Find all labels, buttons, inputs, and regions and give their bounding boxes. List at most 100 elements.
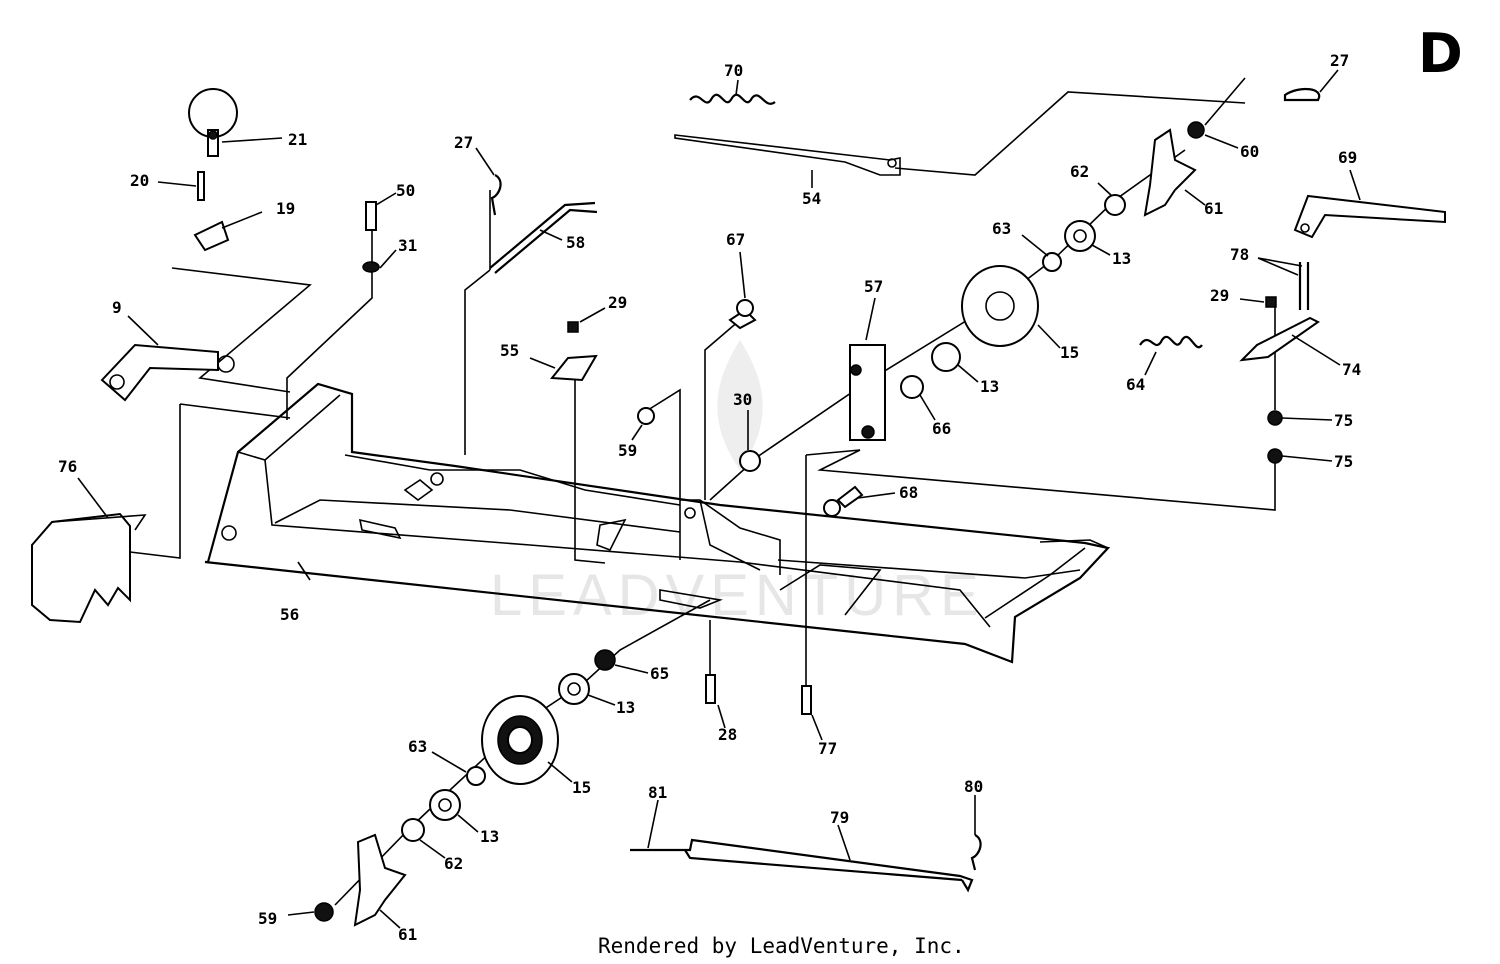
plate-55 (550, 354, 598, 382)
label-19: 19 (276, 199, 295, 218)
label-20: 20 (130, 171, 149, 190)
nut-59b (314, 902, 334, 922)
spring-64 (1139, 335, 1203, 349)
nut-65 (594, 649, 616, 671)
watermark: LEADVENTURE (490, 340, 985, 628)
main-frame (204, 382, 1111, 664)
label-57: 57 (864, 277, 883, 296)
label-74: 74 (1342, 360, 1361, 379)
bolt-28 (705, 674, 716, 704)
bolt-68 (823, 485, 864, 517)
bushing-13c (558, 673, 590, 705)
label-66: 66 (932, 419, 951, 438)
label-13b: 13 (980, 377, 999, 396)
label-67: 67 (726, 230, 745, 249)
label-13: 13 (1112, 249, 1131, 268)
label-27b: 27 (1330, 51, 1349, 70)
watermark-text: LEADVENTURE (490, 563, 985, 628)
pin-20 (197, 171, 205, 201)
rod-58 (489, 201, 596, 269)
label-79: 79 (830, 808, 849, 827)
pulley-15 (961, 265, 1039, 347)
label-69: 69 (1338, 148, 1357, 167)
section-letter: D (1418, 22, 1463, 85)
spacer-63b (466, 766, 486, 786)
rod-79 (630, 838, 974, 893)
label-13c: 13 (616, 698, 635, 717)
label-15: 15 (1060, 343, 1079, 362)
nut-75b (1267, 448, 1283, 464)
bracket-61b (353, 833, 407, 927)
label-30: 30 (733, 390, 752, 409)
label-28: 28 (718, 725, 737, 744)
leader-lines (77, 69, 1361, 929)
label-13d: 13 (480, 827, 499, 846)
bracket-74 (1239, 316, 1320, 362)
label-59: 59 (618, 441, 637, 460)
label-61: 61 (1204, 199, 1223, 218)
footer-credit: Rendered by LeadVenture, Inc. (598, 934, 965, 958)
spring-70 (689, 93, 776, 105)
label-65: 65 (650, 664, 669, 683)
cotter-pin-80 (970, 834, 982, 871)
washer-31 (362, 261, 380, 273)
connection-lines (129, 77, 1276, 906)
nut-59 (637, 407, 655, 425)
nut-60 (1187, 121, 1205, 139)
pin-78 (1298, 262, 1310, 310)
label-55: 55 (500, 341, 519, 360)
washer-30 (739, 450, 761, 472)
label-54: 54 (802, 189, 821, 208)
label-29b: 29 (1210, 286, 1229, 305)
bolt-77 (801, 685, 812, 715)
label-21: 21 (288, 130, 307, 149)
nut-29 (567, 321, 579, 333)
label-60: 60 (1240, 142, 1259, 161)
pulley-15b (481, 695, 559, 785)
label-61b: 61 (398, 925, 417, 944)
rod-54 (674, 134, 901, 176)
label-63b: 63 (408, 737, 427, 756)
label-62: 62 (1070, 162, 1089, 181)
label-59b: 59 (258, 909, 277, 928)
label-63: 63 (992, 219, 1011, 238)
bolt-50 (365, 201, 377, 231)
arm-57 (849, 344, 886, 441)
knob-21 (188, 88, 238, 157)
label-81: 81 (648, 783, 667, 802)
nut-29b (1265, 296, 1277, 308)
label-31: 31 (398, 236, 417, 255)
bushing-13d (429, 789, 461, 821)
lever-19 (193, 220, 230, 252)
label-56: 56 (280, 605, 299, 624)
bracket-9 (100, 343, 219, 402)
washer-62 (1104, 194, 1126, 216)
bushing-13b (931, 342, 961, 372)
cotter-pin-27 (490, 174, 502, 216)
label-75b: 75 (1334, 452, 1353, 471)
label-80: 80 (964, 777, 983, 796)
label-15b: 15 (572, 778, 591, 797)
washer-62b (401, 818, 425, 842)
label-76: 76 (58, 457, 77, 476)
label-75: 75 (1334, 411, 1353, 430)
shield-76 (31, 512, 147, 624)
bar-69 (1293, 194, 1446, 239)
label-27: 27 (454, 133, 473, 152)
part-labels: 21 20 19 50 31 27 58 70 54 27 60 62 61 6… (58, 51, 1361, 944)
spacer-63 (1042, 252, 1062, 272)
spacer-66 (900, 375, 924, 399)
label-62b: 62 (444, 854, 463, 873)
label-50: 50 (396, 181, 415, 200)
label-58: 58 (566, 233, 585, 252)
bushing-13 (1064, 220, 1096, 252)
label-64: 64 (1126, 375, 1145, 394)
label-68: 68 (899, 483, 918, 502)
label-29: 29 (608, 293, 627, 312)
label-9: 9 (112, 298, 122, 317)
nut-75 (1267, 410, 1283, 426)
label-78: 78 (1230, 245, 1249, 264)
cotter-pin-27b (1283, 87, 1321, 102)
label-70: 70 (724, 61, 743, 80)
